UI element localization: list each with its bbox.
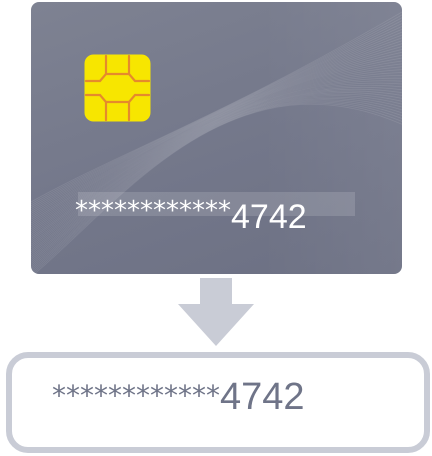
field-number: ************4742 [52,376,305,419]
card-number-mask: ************ [75,196,231,226]
card-pattern [31,2,402,274]
field-number-mask: ************ [52,379,220,412]
card-number-field[interactable]: ************4742 [6,352,430,453]
card-number-last-four: 4742 [231,198,307,236]
card-number-band [78,192,355,216]
credit-card: ************4742 [31,2,402,274]
chip-icon [84,54,151,122]
field-number-last-four: 4742 [220,376,305,418]
card-number: ************4742 [75,196,307,242]
arrow-down-icon [178,278,254,346]
